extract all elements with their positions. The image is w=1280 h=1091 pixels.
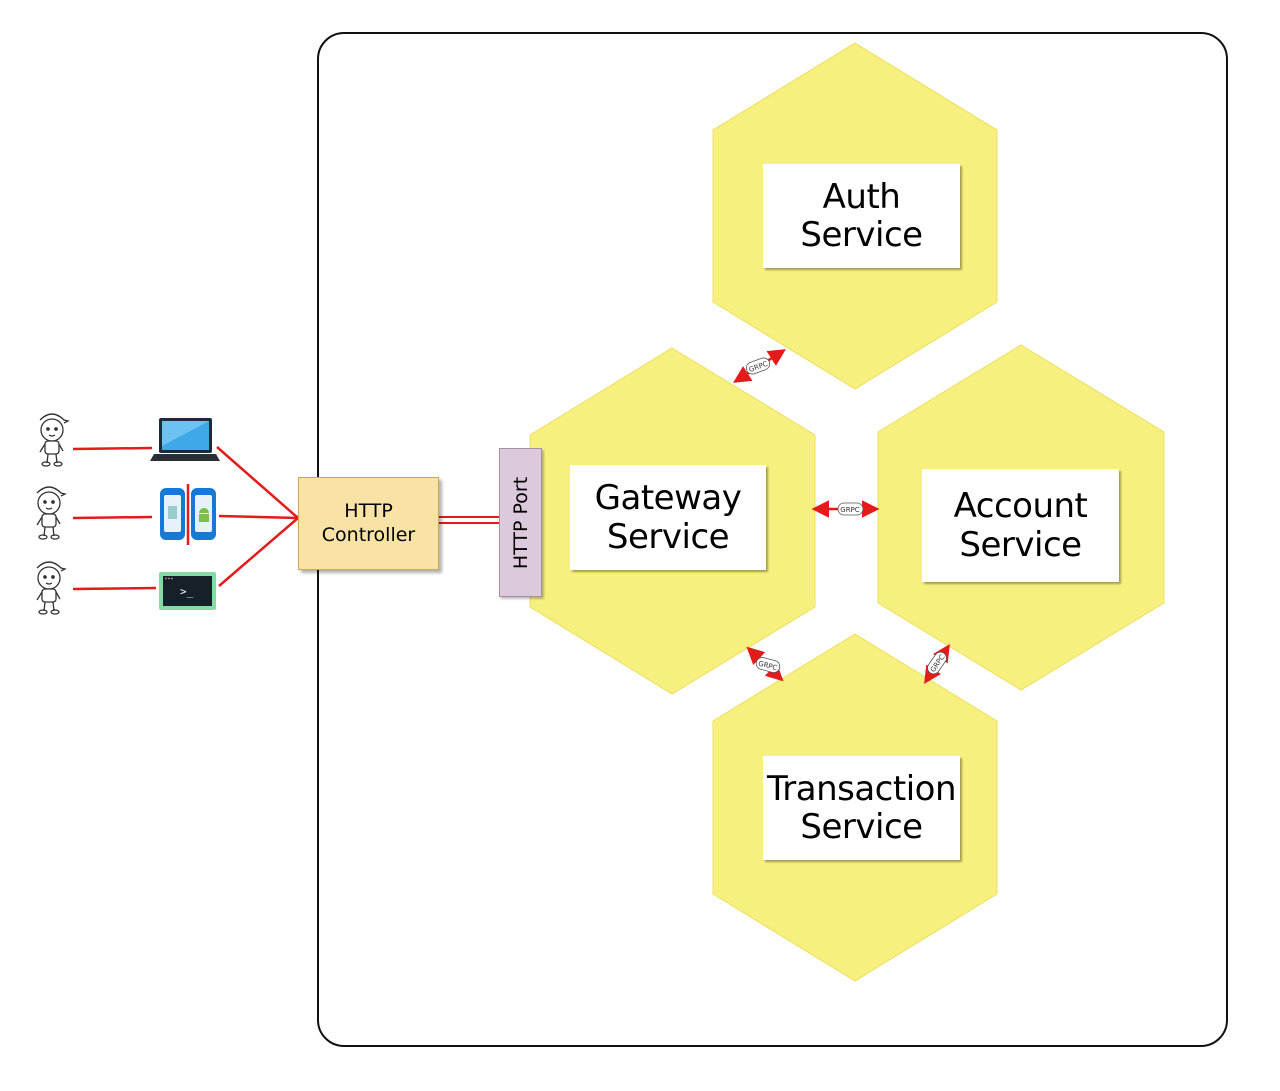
transaction-service-line2: Service (800, 807, 923, 847)
http-port-label: HTTP Port (509, 476, 532, 569)
user-icon (36, 486, 67, 540)
transaction-service-line1: Transaction (766, 768, 957, 809)
laptop-controller-link (216, 446, 299, 519)
account-service-line1: Account (953, 486, 1088, 527)
gateway-service-line2: Service (606, 516, 730, 557)
http-controller-label-line2: Controller (321, 523, 416, 546)
auth-service-line1: Auth (822, 176, 901, 217)
grpc-connector-gateway-account: GRPC (811, 500, 880, 518)
user-phone-link (72, 515, 153, 520)
mobile-phones-icon (160, 484, 216, 545)
terminal-controller-link (218, 517, 299, 587)
grpc-connector-gateway-auth: GRPC (733, 349, 786, 383)
user-icon (39, 413, 70, 467)
terminal-prompt: >_ (180, 585, 194, 598)
grpc-connector-gateway-transaction: GRPC (746, 646, 784, 682)
auth-service-line2: Service (800, 215, 923, 255)
terminal-icon: >_ (159, 572, 216, 610)
http-controller: HTTP Controller (298, 477, 439, 570)
grpc-label: GRPC (840, 506, 860, 514)
laptop-icon (150, 418, 220, 461)
phone-controller-link (218, 514, 299, 520)
http-controller-label-line1: HTTP (344, 499, 393, 522)
http-port: HTTP Port (499, 448, 542, 597)
user-laptop-link (72, 446, 153, 451)
account-service-line2: Service (959, 524, 1082, 565)
user-icon (36, 561, 67, 615)
user-terminal-link (72, 586, 157, 591)
gateway-service-line1: Gateway (594, 478, 742, 519)
